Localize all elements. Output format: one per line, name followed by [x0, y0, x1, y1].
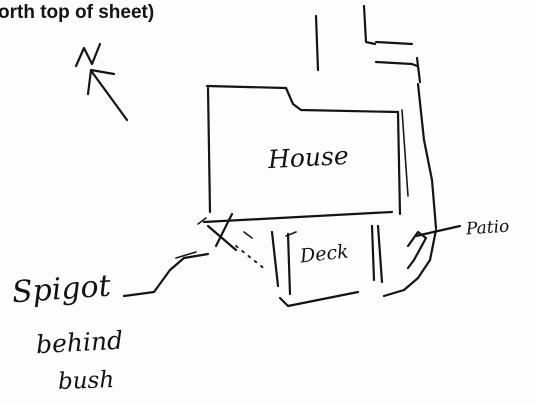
bush-label: bush: [57, 367, 115, 395]
deck-outline: [270, 224, 384, 308]
north-arrow-head: [86, 68, 116, 96]
spigot-leader-extra: [175, 251, 197, 259]
patio-outline: [382, 82, 462, 298]
house-outline: [202, 84, 409, 224]
house-label: House: [267, 140, 350, 175]
spigot-label: Spigot: [10, 268, 112, 311]
patio-label: Patio: [465, 216, 510, 240]
house-extension: [314, 4, 422, 84]
north-arrow-icon: [74, 42, 129, 122]
spigot-dotted-line: [235, 245, 267, 271]
north-arrow-shaft: [90, 70, 129, 122]
sheet-header-text: orth top of sheet): [0, 2, 155, 23]
x-mark-icon: [197, 212, 238, 252]
spigot-tick: [243, 231, 253, 239]
spigot-leader-line: [122, 252, 210, 298]
north-letter: [74, 42, 102, 68]
behind-label: behind: [35, 325, 124, 360]
